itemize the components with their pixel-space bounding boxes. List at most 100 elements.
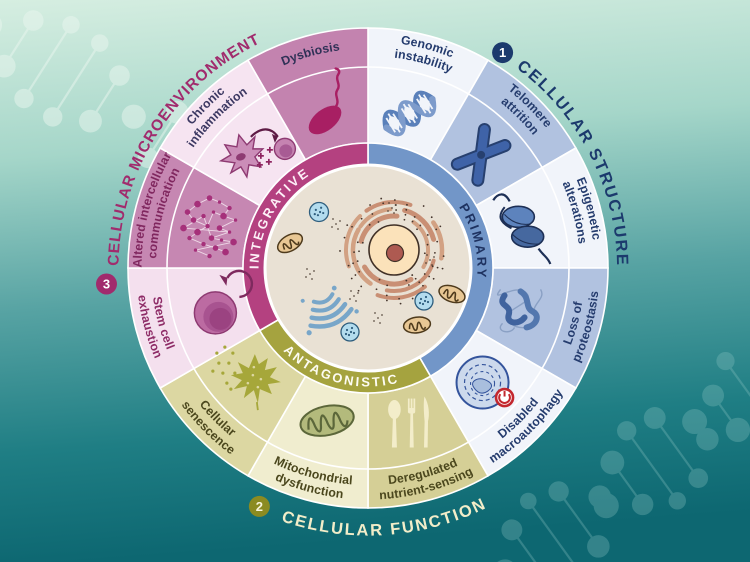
cytoplasm-dot	[388, 202, 390, 204]
ribosome-dot	[343, 236, 346, 239]
knife-icon	[423, 396, 429, 448]
cytoplasm-dot	[306, 268, 308, 270]
mitochondrion-small-icon	[402, 316, 432, 334]
cytoplasm-dot	[337, 228, 339, 230]
category-badge-2: 2	[248, 495, 270, 517]
ribosome-dot	[426, 243, 429, 246]
ribosome-dot	[404, 213, 407, 216]
ribosome-dot	[431, 265, 434, 268]
ribosome-dot	[385, 294, 388, 297]
cytoplasm-dot	[391, 207, 393, 209]
endoplasmic-reticulum-icon	[358, 207, 393, 229]
ribosome-dot	[411, 297, 414, 300]
ribosome-dot	[439, 225, 442, 228]
vesicle-icon	[308, 201, 330, 223]
ribosome-dot	[360, 285, 363, 288]
ribosome-dot	[351, 225, 353, 228]
ribosome-dot	[357, 289, 360, 292]
ribosome-dot	[426, 234, 429, 236]
ribosome-dot	[350, 277, 353, 280]
mitochondrion-small-icon	[276, 232, 304, 254]
hallmark-segments	[127, 27, 609, 509]
endoplasmic-reticulum-icon	[344, 214, 363, 269]
cytoplasm-dot	[313, 270, 315, 272]
cytoplasm-dot	[332, 218, 334, 220]
cytoplasm-dot	[357, 292, 359, 294]
cytoplasm-dot	[355, 300, 357, 302]
endoplasmic-reticulum-icon	[402, 207, 437, 242]
dna-icon	[382, 90, 437, 137]
ribosome-dot	[441, 267, 444, 270]
ribosome-dot	[436, 240, 439, 243]
cytoplasm-dot	[373, 320, 375, 322]
ribosome-dot	[360, 217, 363, 220]
ribosome-dot	[418, 281, 421, 284]
ribosome-dot	[375, 288, 378, 291]
ribosome-dot	[419, 224, 422, 227]
cytoplasm-dot	[305, 276, 307, 278]
cytoplasm-dot	[395, 204, 397, 206]
ribosome-dot	[377, 221, 380, 223]
ribosome-dot	[423, 273, 426, 275]
ribosome-dot	[414, 277, 417, 280]
decaying-leaf-icon	[211, 345, 281, 411]
ribosome-dot	[406, 203, 408, 206]
ribosome-dot	[356, 241, 359, 244]
cytoplasm-dot	[349, 298, 351, 300]
ribosome-dot	[442, 255, 445, 257]
ribosome-dot	[369, 204, 371, 206]
ribosome-dot	[413, 216, 416, 218]
cytoplasm-dot	[379, 322, 381, 324]
power-off-icon	[494, 387, 515, 408]
ribosome-dot	[358, 250, 360, 253]
ribosome-dot	[346, 224, 349, 227]
badge-circle	[248, 495, 270, 517]
ribosome-dot	[436, 266, 439, 269]
ribosome-dot	[411, 220, 414, 223]
category-badge-3: 3	[95, 273, 117, 295]
ribosome-dot	[398, 297, 401, 300]
ribosome-dot	[356, 260, 359, 263]
vesicle-icon	[414, 291, 434, 311]
center-cell-illustration	[263, 163, 473, 373]
badge-number: 2	[256, 499, 263, 514]
badge-circle	[95, 273, 117, 295]
endoplasmic-reticulum-icon	[350, 227, 373, 286]
ribosome-dot	[399, 302, 402, 305]
mitochondrion-icon	[299, 404, 355, 437]
spoon-icon	[388, 400, 401, 420]
ribosome-dot	[422, 284, 424, 287]
ribosome-dot	[407, 284, 410, 286]
ribosome-dot	[393, 199, 396, 201]
ring-divider	[166, 66, 570, 470]
golgi-icon	[300, 285, 359, 336]
category-badge-1: 1	[492, 42, 514, 64]
ribosome-dot	[371, 213, 374, 215]
ribosome-dot	[347, 264, 350, 267]
cytoplasm-dot	[426, 254, 428, 256]
badge-number: 1	[499, 45, 506, 60]
ribosome-dot	[354, 274, 357, 276]
endoplasmic-reticulum-icon	[362, 264, 414, 287]
cytoplasm-dot	[429, 259, 431, 261]
cytoplasm-dot	[311, 278, 313, 280]
cytoplasm-dot	[335, 223, 337, 225]
ribosome-dot	[352, 262, 355, 265]
cytoplasm-dot	[387, 210, 389, 212]
ribosome-dot	[386, 284, 389, 287]
ribosome-dot	[435, 228, 438, 231]
ribosome-dot	[358, 270, 361, 273]
badge-circle	[492, 42, 514, 64]
ribosome-dot	[423, 252, 426, 255]
badge-number: 3	[103, 277, 110, 292]
chromosome-icon	[450, 123, 512, 187]
ribosome-dot	[434, 251, 436, 254]
cytoplasm-dot	[431, 264, 433, 266]
ribosome-dot	[403, 218, 406, 221]
endoplasmic-reticulum-icon	[384, 258, 436, 293]
ribosome-dot	[405, 279, 408, 282]
cytoplasm-dot	[353, 295, 355, 297]
inflammation-cells-icon	[218, 128, 297, 179]
